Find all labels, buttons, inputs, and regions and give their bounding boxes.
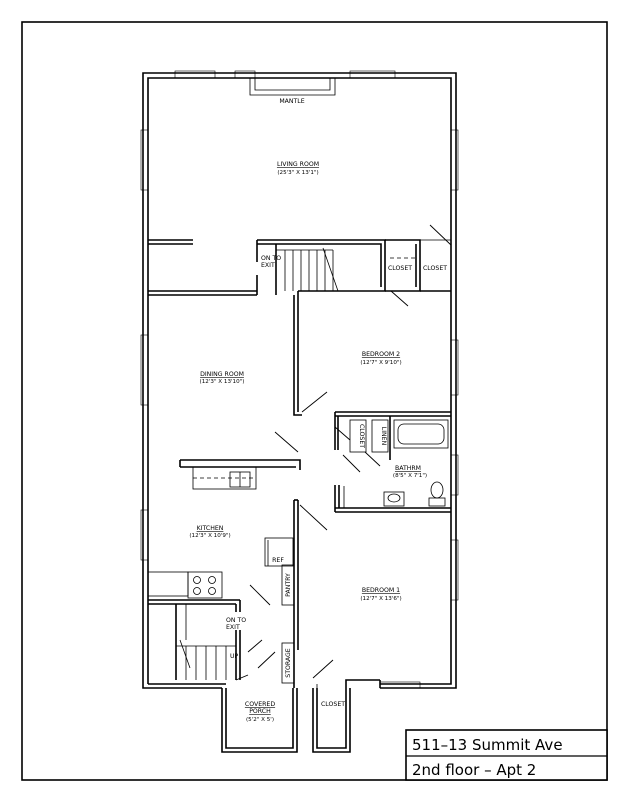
bedroom2-dims: (12'7" X 9'10"): [360, 360, 401, 366]
porch-name-line1: COVERED: [245, 701, 275, 708]
back-stair-onto-label: ON TO: [226, 617, 246, 624]
interior-walls: [147, 239, 451, 753]
pantry-label: PANTRY: [285, 573, 292, 597]
stair-exit-label: EXIT: [261, 262, 275, 269]
bedroom1-name: BEDROOM 1: [362, 587, 400, 594]
linen-label: LINEN: [380, 427, 387, 446]
page-border: [21, 21, 608, 781]
closet-label-bath: CLOSET: [358, 424, 365, 448]
main-stairs: [276, 247, 339, 292]
fireplace: [249, 78, 336, 96]
mantle-label: MANTLE: [279, 98, 304, 105]
title-unit: 2nd floor – Apt 2: [412, 761, 536, 779]
dining-room-name: DINING ROOM: [200, 371, 244, 378]
exterior-walls: [142, 72, 457, 689]
stair-onto-label: ON TO: [261, 255, 281, 262]
bath-fixtures: [343, 419, 449, 508]
kitchen-name: KITCHEN: [197, 525, 224, 532]
closet-label-2: CLOSET: [423, 265, 447, 272]
living-room-name: LIVING ROOM: [277, 161, 319, 168]
storage-label: STORAGE: [285, 648, 292, 678]
room-labels: MANTLE LIVING ROOM (25'3" X 13'1") ON TO…: [189, 98, 447, 723]
ref-label: REF: [272, 557, 284, 564]
porch-name-line2: PORCH: [249, 708, 271, 715]
kitchen-dims: (12'3" X 10'9"): [189, 533, 230, 539]
bedroom2-name: BEDROOM 2: [362, 351, 400, 358]
bathroom-dims: (8'5" X 7'1"): [393, 473, 427, 479]
doors: [235, 224, 452, 748]
bathroom-name: BATHRM: [395, 465, 421, 472]
porch-dims: (5'2" X 5'): [246, 717, 274, 723]
back-stair-exit-label: EXIT: [226, 624, 240, 631]
title-block: 511–13 Summit Ave 2nd floor – Apt 2: [405, 729, 608, 781]
closet-label-1: CLOSET: [388, 265, 412, 272]
dining-room-dims: (12'3" X 13'10"): [200, 379, 245, 385]
up-label: UP: [230, 653, 239, 660]
bedroom1-dims: (12'7" X 13'6"): [360, 596, 401, 602]
living-room-dims: (25'3" X 13'1"): [277, 170, 318, 176]
title-address: 511–13 Summit Ave: [412, 736, 563, 754]
back-stairs: [176, 604, 236, 680]
closet-label-bottom: CLOSET: [321, 701, 345, 708]
